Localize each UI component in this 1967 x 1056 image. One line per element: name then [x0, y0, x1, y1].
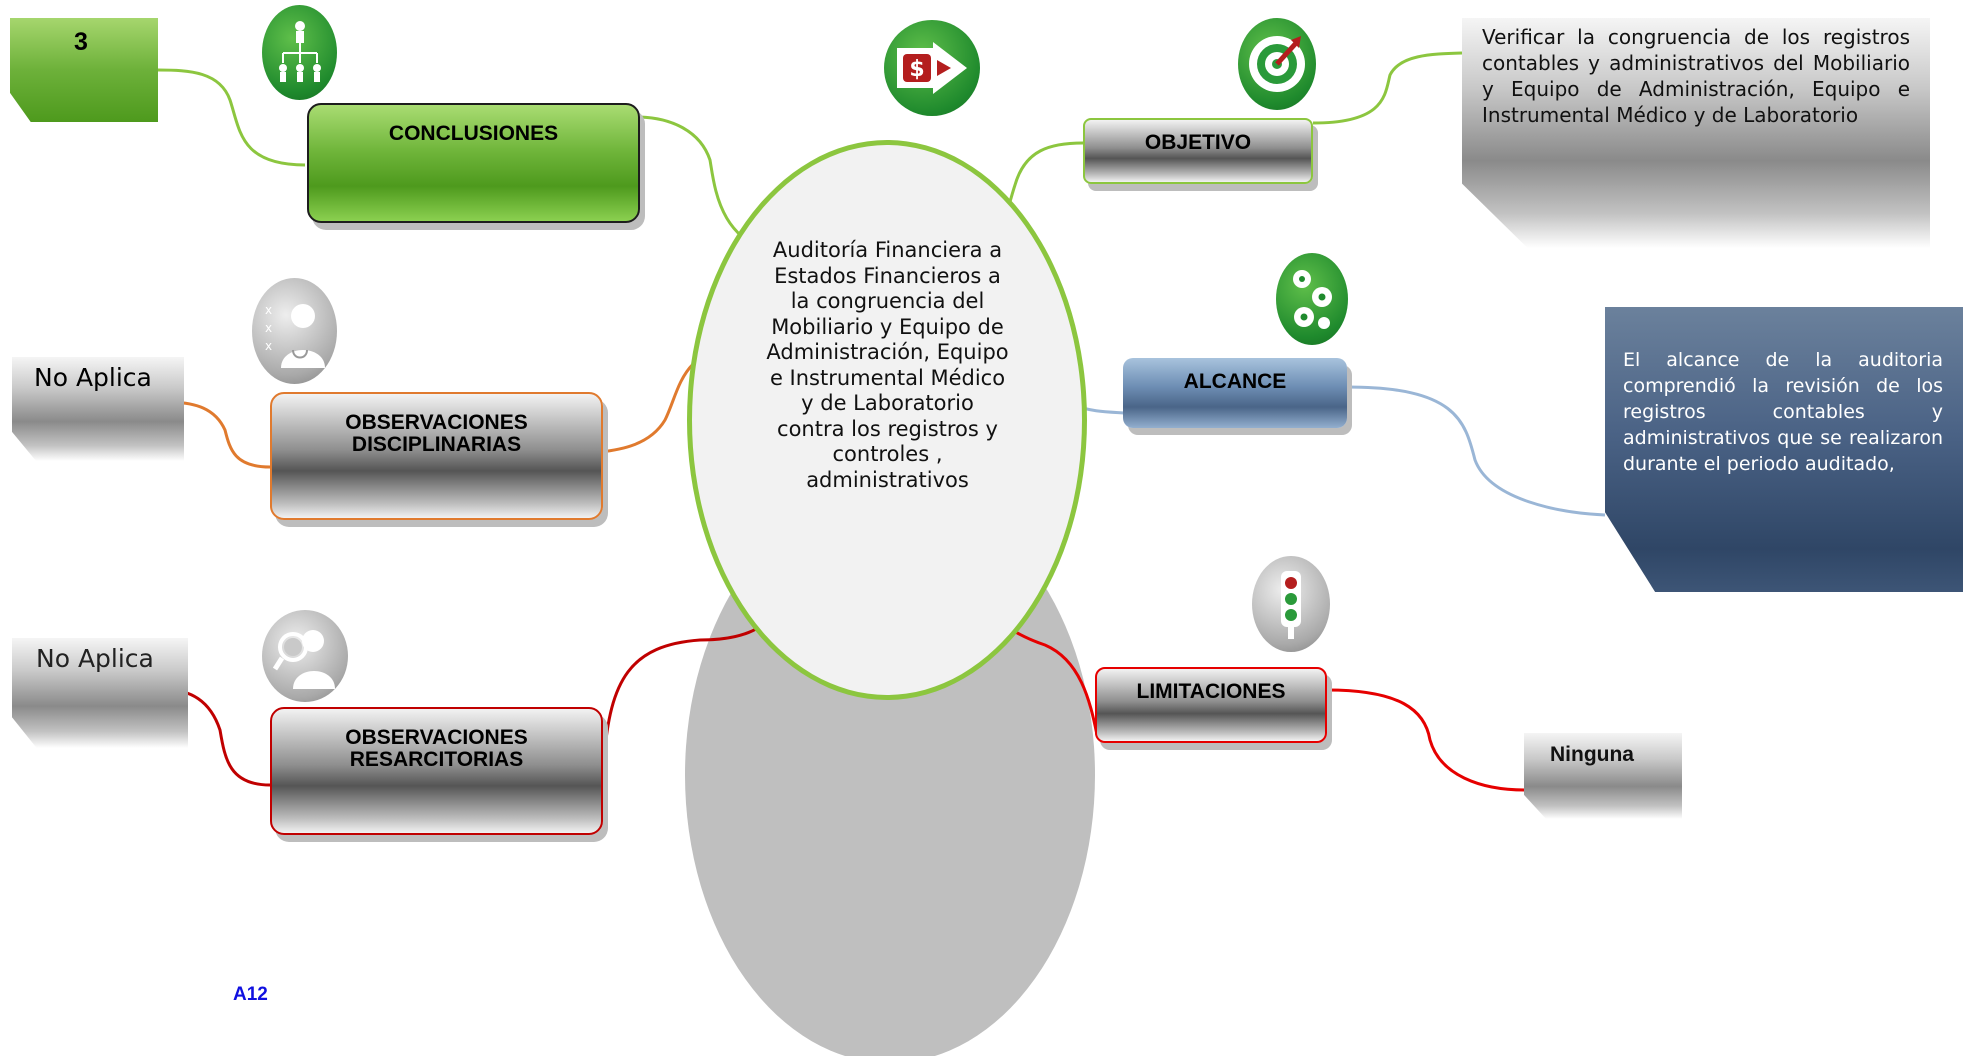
org-chart-icon: [262, 5, 337, 100]
central-topic[interactable]: [687, 140, 1087, 700]
topic-obs-resarcitorias-label: OBSERVACIONES RESARCITORIAS: [345, 726, 528, 771]
target-icon: [1238, 18, 1316, 110]
note-objetivo[interactable]: Verificar la congruencia de los registro…: [1462, 18, 1930, 248]
magnifier-doctor-icon: [262, 610, 348, 702]
svg-text:x: x: [265, 339, 272, 353]
topic-obs-disciplinarias[interactable]: OBSERVACIONES DISCIPLINARIAS: [270, 392, 603, 520]
link-alcance-note: [1346, 385, 1606, 517]
link-conclusiones-note: [157, 68, 306, 167]
note-obs-disciplinarias[interactable]: No Aplica: [12, 357, 184, 461]
topic-alcance[interactable]: ALCANCE: [1123, 358, 1347, 428]
topic-alcance-label: ALCANCE: [1183, 370, 1287, 393]
note-obs-disciplinarias-text: No Aplica: [34, 363, 152, 392]
note-alcance-text: El alcance de la auditoria comprendió la…: [1623, 349, 1943, 475]
topic-limitaciones-label: LIMITACIONES: [1136, 680, 1286, 703]
topic-obs-resarcitorias[interactable]: OBSERVACIONES RESARCITORIAS: [270, 707, 603, 835]
topic-conclusiones-label: CONCLUSIONES: [388, 122, 559, 145]
link-objetivo-note: [1312, 51, 1463, 125]
svg-text:x: x: [265, 321, 272, 335]
note-alcance[interactable]: El alcance de la auditoria comprendió la…: [1605, 307, 1963, 592]
topic-obs-disciplinarias-label: OBSERVACIONES DISCIPLINARIAS: [345, 411, 528, 456]
svg-text:x: x: [265, 303, 272, 317]
note-limitaciones[interactable]: Ninguna: [1524, 733, 1682, 819]
money-hand-icon: $: [884, 20, 980, 116]
note-limitaciones-text: Ninguna: [1550, 743, 1634, 766]
link-limitaciones-note: [1326, 688, 1526, 792]
topic-objetivo-label: OBJETIVO: [1144, 131, 1252, 154]
link-disciplinarias-note: [171, 400, 271, 469]
topic-objetivo[interactable]: OBJETIVO: [1083, 118, 1313, 184]
page-code: A12: [233, 984, 268, 1005]
svg-text:$: $: [909, 57, 924, 82]
gears-icon: [1276, 253, 1348, 345]
note-conclusiones[interactable]: 3: [10, 18, 158, 122]
topic-conclusiones[interactable]: CONCLUSIONES: [307, 103, 640, 223]
note-obs-resarcitorias[interactable]: No Aplica: [12, 638, 188, 748]
topic-limitaciones[interactable]: LIMITACIONES: [1095, 667, 1327, 743]
note-conclusiones-text: 3: [74, 28, 88, 56]
note-objetivo-text: Verificar la congruencia de los registro…: [1482, 25, 1910, 127]
traffic-light-icon: [1252, 556, 1330, 652]
central-topic-text: Auditoría Financiera a Estados Financier…: [766, 238, 1009, 492]
note-obs-resarcitorias-text: No Aplica: [36, 644, 154, 673]
